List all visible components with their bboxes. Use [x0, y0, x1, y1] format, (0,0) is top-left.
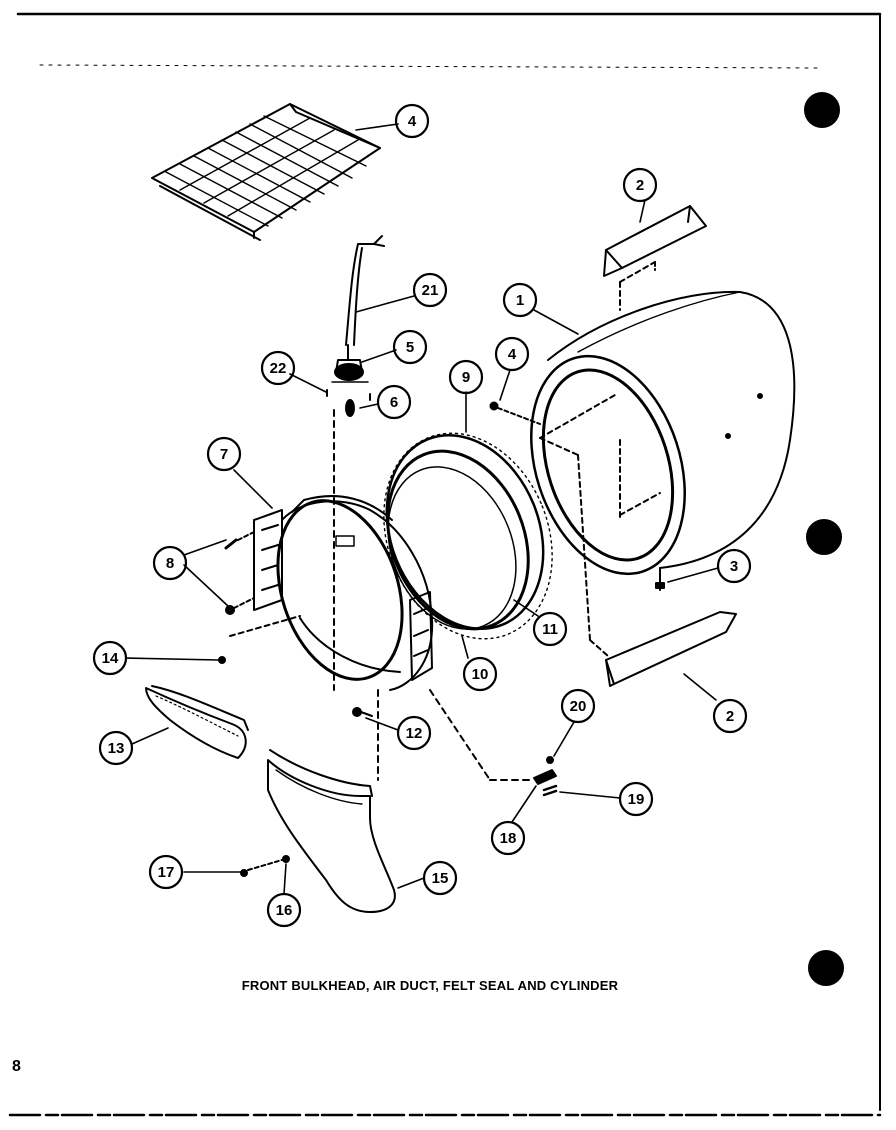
callout-2-upper: 2 — [636, 177, 644, 194]
callout-4-screw: 4 — [508, 346, 517, 363]
screw-16 — [282, 855, 290, 863]
lint-screen — [151, 103, 381, 241]
callout-22: 22 — [270, 360, 287, 377]
callout-15: 15 — [432, 870, 449, 887]
callout-13: 13 — [108, 740, 125, 757]
callout-6: 6 — [390, 394, 398, 411]
callout-20: 20 — [570, 698, 587, 715]
cylinder-support-upper — [603, 205, 707, 311]
callout-11: 11 — [542, 621, 558, 638]
callout-12: 12 — [406, 725, 423, 742]
callout-5: 5 — [406, 339, 414, 356]
binder-hole — [808, 950, 844, 986]
cylinder-support-lower — [589, 611, 737, 687]
drum-cylinder — [530, 290, 796, 641]
callout-9: 9 — [462, 369, 470, 386]
front-bulkhead — [229, 409, 533, 781]
screw-17 — [240, 869, 248, 877]
air-duct — [267, 749, 396, 913]
binder-hole — [804, 92, 840, 128]
callout-10: 10 — [472, 666, 489, 683]
callout-8: 8 — [166, 555, 174, 572]
screw-bottom — [655, 567, 665, 591]
duct-screw — [352, 707, 373, 717]
callout-19: 19 — [628, 791, 645, 808]
callout-1: 1 — [516, 292, 524, 309]
callout-17: 17 — [158, 864, 175, 881]
lint-duct-cover — [145, 685, 249, 759]
thermostat-assembly — [326, 235, 385, 417]
screw-small — [489, 401, 541, 425]
callout-circles — [92, 103, 752, 928]
diagram-caption: FRONT BULKHEAD, AIR DUCT, FELT SEAL AND … — [241, 978, 619, 993]
callout-labels: 4 2 1 21 5 22 6 9 4 7 8 14 13 3 11 10 2 … — [102, 113, 739, 919]
page-number: 8 — [12, 1058, 21, 1075]
callout-3: 3 — [730, 558, 738, 575]
hinge-parts — [533, 756, 558, 797]
callout-18: 18 — [500, 830, 517, 847]
callout-7: 7 — [220, 446, 228, 463]
callout-16: 16 — [276, 902, 293, 919]
felt-seal-ring — [383, 432, 553, 640]
callout-2-lower: 2 — [726, 708, 734, 725]
callout-21: 21 — [422, 282, 439, 299]
bulkhead-screws — [218, 531, 255, 664]
callout-14: 14 — [102, 650, 119, 667]
leader-lines — [125, 123, 719, 895]
callout-4-top: 4 — [408, 113, 417, 130]
binder-hole — [806, 519, 842, 555]
